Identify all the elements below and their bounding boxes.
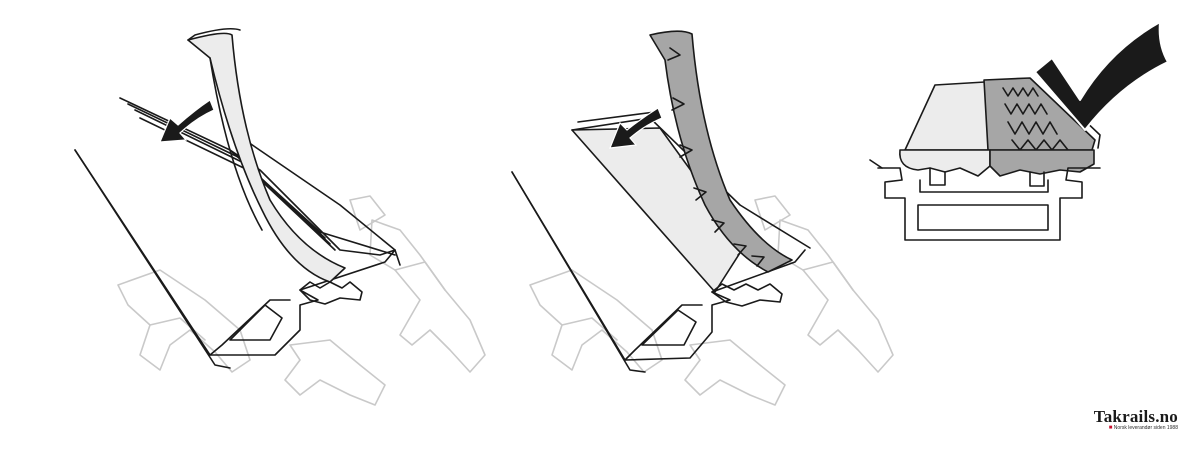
brand-logo: Takrails.no ■ Norsk leverandør siden 198… (1094, 408, 1178, 432)
checkmark-icon (1034, 21, 1169, 131)
step-1-hands (117, 195, 486, 406)
step-2-illustration (511, 30, 894, 406)
step-2-strip (649, 30, 793, 273)
norway-flag-icon: ■ (1108, 425, 1113, 431)
step-3-rail (869, 77, 1101, 241)
step-1-illustration (74, 28, 486, 406)
brand-tagline-text: Norsk leverandør siden 1988 (1113, 425, 1178, 431)
step-1-strip (187, 28, 346, 283)
step-3-illustration (869, 21, 1169, 241)
brand-tagline: ■ Norsk leverandør siden 1988 (1094, 425, 1178, 432)
arrow-curved-down-icon (159, 99, 215, 143)
brand-name: Takrails.no (1093, 407, 1178, 426)
arrow-curved-down-icon (609, 107, 663, 149)
